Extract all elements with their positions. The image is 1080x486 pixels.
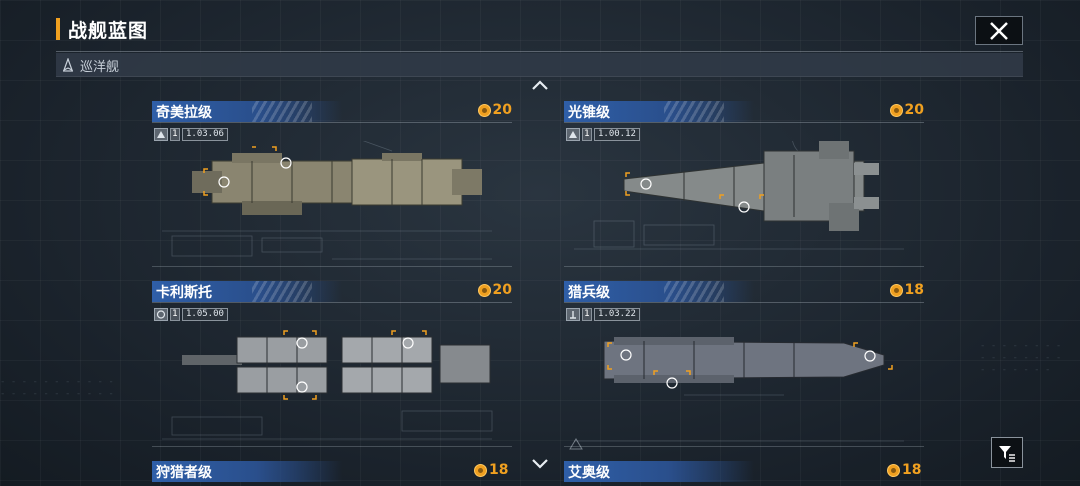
card-divider [152,302,512,303]
card-bottom-divider [564,446,924,447]
manufacturer-icon [566,127,580,141]
ship-card-chimera[interactable]: 奇美拉级 20 1 1.03.06 [152,101,512,271]
ship-cost: 18 [474,462,508,478]
coin-icon [887,463,900,477]
ship-version-row: 1 1.00.12 [566,127,640,141]
card-name-plate: 卡利斯托 [152,281,342,302]
ship-cost-value: 20 [492,102,512,118]
ship-blueprint-image [162,141,492,260]
background-blueprint-text: - - - - - - - - - - -- - - - - - - - - -… [0,377,114,399]
background-blueprint-text: - - - - - - - -- - - - - - - -- - - - - … [980,341,1062,375]
card-divider [564,302,924,303]
chevron-down-icon[interactable] [530,458,550,470]
card-divider [564,122,924,123]
page-title: 战舰蓝图 [68,20,149,42]
ship-version: 1.05.00 [182,307,228,321]
category-label: 巡洋舰 [80,60,120,75]
ship-cost-value: 18 [902,462,922,478]
ship-name: 卡利斯托 [156,285,212,301]
ship-blueprint-image [569,337,904,450]
coin-icon [474,463,487,477]
ship-tier: 1 [170,127,180,141]
ship-version: 1.00.12 [594,127,640,141]
ship-name: 光锥级 [568,105,610,121]
ship-cost: 20 [889,102,924,118]
ship-cost-value: 18 [904,282,924,298]
ship-version-row: 1 1.03.06 [154,127,228,141]
category-bar[interactable]: 巡洋舰 [56,53,1023,77]
ship-card-hunter[interactable]: 狩猎者级 [152,461,342,482]
ship-card-io[interactable]: 艾奥级 [564,461,754,482]
title-accent-bar [56,18,60,40]
ship-tier: 1 [582,307,592,321]
card-bottom-divider [152,446,512,447]
cruiser-class-icon [62,58,74,72]
ship-cost: 20 [477,282,512,298]
card-bottom-divider [152,266,512,267]
card-name-plate: 光锥级 [564,101,754,122]
card-divider [152,122,512,123]
coin-icon [477,283,491,297]
coin-icon [889,103,903,117]
ship-version-row: 1 1.03.22 [566,307,640,321]
ship-name: 猎兵级 [568,285,610,301]
ship-version: 1.03.22 [594,307,640,321]
ship-blueprint-image [574,141,904,250]
card-name-plate: 奇美拉级 [152,101,342,122]
coin-icon [889,283,903,297]
ship-cost: 20 [477,102,512,118]
ship-blueprint-image [162,330,493,440]
card-name-plate: 猎兵级 [564,281,754,302]
ship-cost-value: 20 [492,282,512,298]
close-button[interactable] [975,16,1023,45]
ship-version: 1.03.06 [182,127,228,141]
ship-name: 奇美拉级 [156,105,212,121]
filter-button[interactable] [991,437,1023,468]
ship-cost-value: 20 [904,102,924,118]
ship-cost: 18 [889,282,924,298]
ship-card-jaeger[interactable]: 猎兵级 18 1 1.03.22 [564,281,924,451]
filter-icon [999,445,1015,462]
ship-cost-value: 18 [489,462,509,478]
chevron-up-icon[interactable] [530,79,550,91]
ship-cost: 18 [887,462,921,478]
page-header: 战舰蓝图 [56,14,1023,52]
card-bottom-divider [564,266,924,267]
ship-name: 狩猎者级 [156,465,212,481]
manufacturer-icon [154,127,168,141]
manufacturer-icon [154,307,168,321]
close-icon [990,21,1008,40]
ship-card-callisto[interactable]: 卡利斯托 20 1 1.05.00 [152,281,512,451]
ship-version-row: 1 1.05.00 [154,307,228,321]
ship-name: 艾奥级 [568,465,610,481]
ship-tier: 1 [582,127,592,141]
coin-icon [477,103,491,117]
ship-tier: 1 [170,307,180,321]
ship-card-light-cone[interactable]: 光锥级 20 1 1.00.12 [564,101,924,271]
manufacturer-icon [566,307,580,321]
